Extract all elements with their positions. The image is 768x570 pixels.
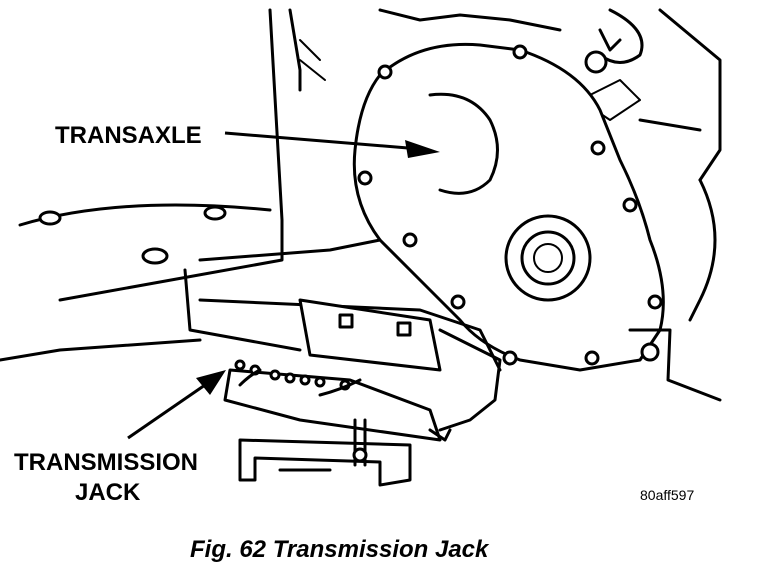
- transmission-jack: [223, 359, 452, 487]
- transmission-jack-label-line1: TRANSMISSION: [14, 449, 198, 476]
- figure-caption: Fig. 62 Transmission Jack: [190, 536, 490, 563]
- transaxle-housing: [352, 42, 665, 372]
- transmission-jack-label-line2: JACK: [75, 479, 141, 506]
- engine-block: [378, 8, 722, 322]
- vehicle-body-panel: [0, 8, 326, 362]
- transmission-jack-callout-arrow: [127, 370, 226, 440]
- transaxle-callout-arrow: [224, 131, 440, 158]
- figure-code: 80aff597: [640, 487, 694, 503]
- transaxle-label: TRANSAXLE: [55, 122, 202, 149]
- frame-structure: [183, 238, 722, 432]
